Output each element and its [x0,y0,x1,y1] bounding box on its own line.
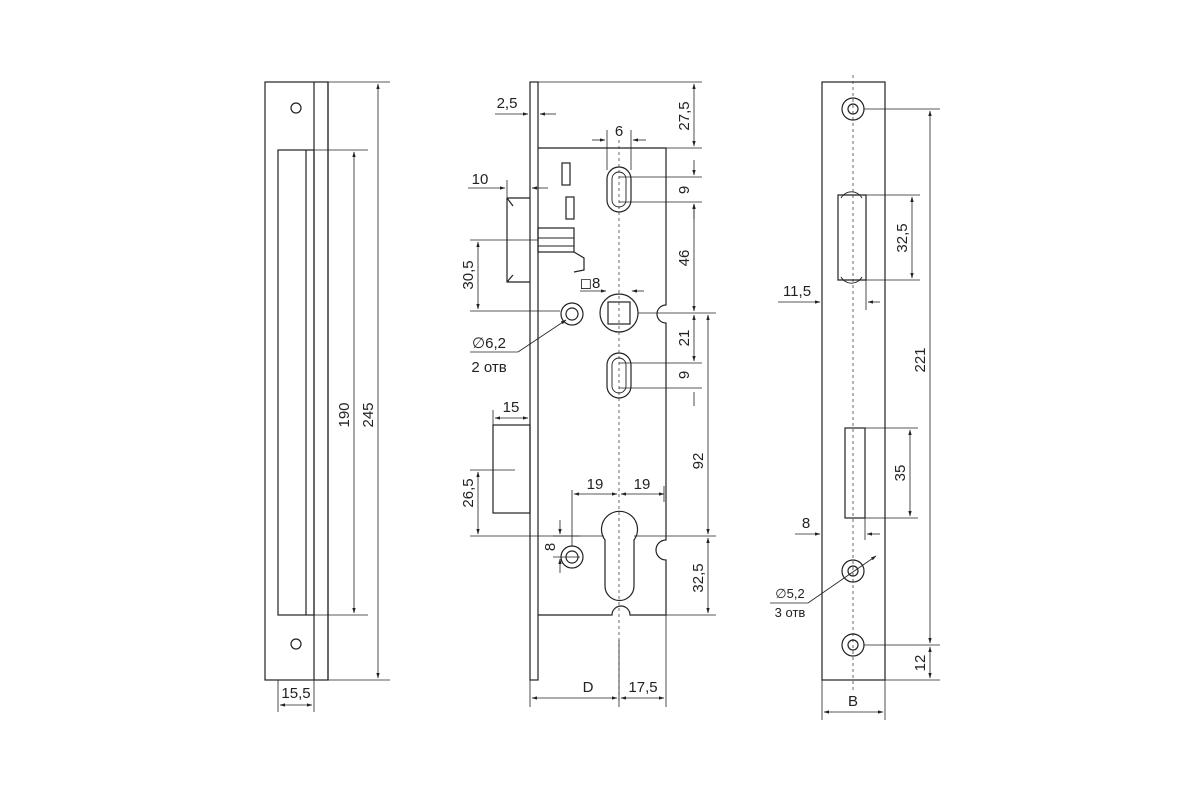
right-view: 32,5 221 11,5 35 8 ∅5,2 3 отв 12 B [770,75,940,720]
deadbolt [492,424,531,514]
dim-square-8: ◻8 [580,275,601,292]
dim-10: 10 [472,171,489,188]
dim-245: 245 [360,402,377,427]
dim-19-right: 19 [634,476,651,493]
left-bottom-hole [290,638,302,650]
left-view: 190 245 15,5 [264,81,390,712]
dim-D: D [583,679,594,696]
strike-bolt-opening [844,427,866,519]
strike-latch-opening [837,194,867,281]
dim-32-5: 32,5 [690,563,707,592]
dim-19-left: 19 [587,476,604,493]
dim-B: B [848,693,858,710]
dim-26-5: 26,5 [460,478,477,507]
faceplate-strip [529,81,539,681]
strike-plate [821,81,886,681]
dim-221: 221 [912,347,929,372]
left-plate-outline [264,81,329,681]
dim-35: 35 [892,465,909,482]
dim-190: 190 [336,402,353,427]
dim-17-5: 17,5 [628,679,657,696]
latch-spring-top [561,162,571,186]
center-view: 2,5 27,5 6 9 46 10 30,5 ◻8 [460,81,716,707]
dim-21: 21 [676,330,693,347]
dim-92: 92 [690,453,707,470]
dim-30-5: 30,5 [460,260,477,289]
dim-9-upper: 9 [676,186,693,194]
lock-case [538,147,667,616]
dim-11-5: 11,5 [783,283,811,300]
dim-46: 46 [676,250,693,267]
latch [506,197,530,283]
dim-15: 15 [503,399,520,416]
dim-2-5: 2,5 [497,95,518,112]
dim-9-lower: 9 [676,371,693,379]
hole-count-2: 2 отв [471,359,506,376]
dim-8: 8 [542,543,559,551]
dim-27-5: 27,5 [676,101,693,130]
dim-strike-8: 8 [802,515,810,532]
dim-dia-5-2: ∅5,2 [775,586,804,601]
dim-6: 6 [615,123,623,140]
dim-strike-32-5: 32,5 [894,223,911,252]
latch-spring-mid [565,196,575,220]
upper-mount-hole [560,302,584,326]
euro-cylinder-cutout [600,510,639,602]
dim-dia-6-2: ∅6,2 [472,335,506,352]
dim-15-5: 15,5 [281,685,310,702]
latch-tail [537,227,575,253]
dim-12: 12 [912,655,929,672]
left-top-hole [290,102,302,114]
left-inner-body [277,149,315,616]
hole-count-3: 3 отв [775,605,806,620]
strike-hole-mid [841,559,865,583]
